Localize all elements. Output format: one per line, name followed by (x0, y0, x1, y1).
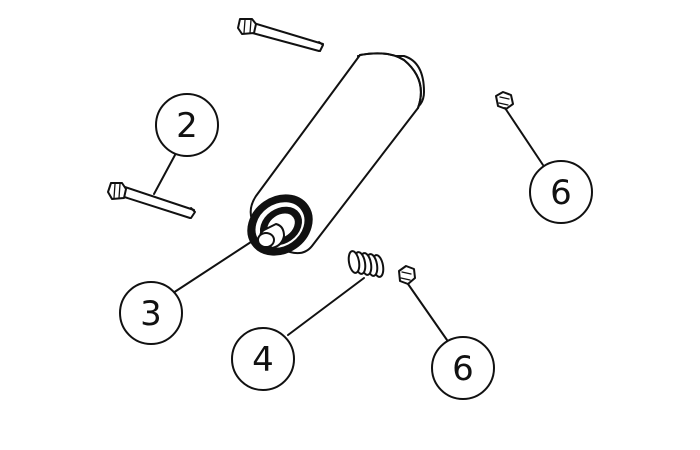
callout-6-lower-label: 6 (452, 349, 474, 389)
upper-bolt (237, 18, 324, 52)
callout-4: 4 (231, 327, 295, 391)
left-bolt (107, 182, 196, 219)
nut-upper (495, 91, 514, 110)
callout-2: 2 (155, 93, 219, 157)
leader-lines (153, 107, 544, 341)
callout-2-label: 2 (176, 106, 198, 146)
roller (247, 52, 425, 256)
callout-6-lower: 6 (431, 336, 495, 400)
callout-4-label: 4 (252, 340, 274, 380)
spring (347, 250, 385, 278)
callout-3-label: 3 (140, 294, 162, 334)
callout-3: 3 (119, 281, 183, 345)
callout-6-upper: 6 (529, 160, 593, 224)
callout-6-upper-label: 6 (550, 173, 572, 213)
nut-lower (398, 265, 416, 285)
